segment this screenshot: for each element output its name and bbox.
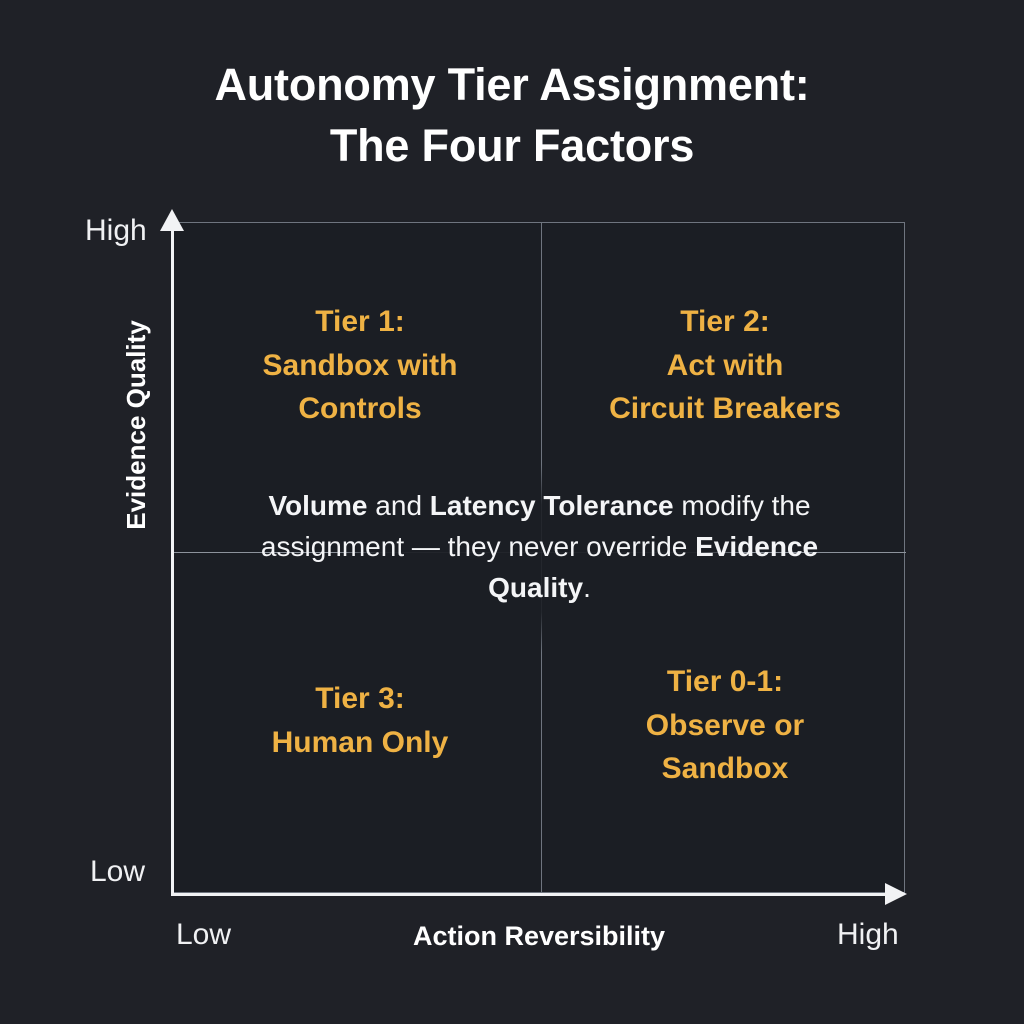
y-axis-high-tick-label: High [85,214,147,247]
quadrant-label-tier-1: Tier 1: Sandbox with Controls [262,305,458,425]
figure-title-line-2: The Four Factors [329,119,695,171]
y-axis-arrow-icon [160,209,184,231]
quadrant-label-tier-3: Tier 3: Human Only [271,682,449,759]
x-axis-line [171,893,893,896]
quadrant-divider-horizontal [174,552,906,553]
figure-title: Autonomy Tier Assignment: The Four Facto… [0,55,1024,177]
quadrant-label-tier-2: Tier 2: Act with Circuit Breakers [609,305,841,425]
quadrant-label-tier-0-1: Tier 0-1: Observe or Sandbox [645,665,805,785]
x-axis-arrow-icon [885,883,907,905]
x-axis-high-tick-label: High [837,918,899,951]
quadrant-divider-vertical [541,223,542,894]
center-annotation: Volume and Latency Tolerance modify the … [252,485,827,608]
center-annotation-evidence-quality: Evidence Quality [488,531,819,604]
center-annotation-and: and [367,490,430,521]
y-axis-low-tick-label: Low [90,855,146,888]
center-annotation-period: . [583,572,591,604]
y-axis-title: Evidence Quality [121,320,151,530]
quadrant-plot-area [173,222,906,894]
center-annotation-latency-tolerance: Latency Tolerance [429,490,674,521]
x-axis-title: Action Reversibility [412,921,666,951]
center-annotation-modify-clause: modify the assignment — they never overr… [260,490,811,563]
center-annotation-volume: Volume [268,490,368,521]
x-axis-low-tick-label: Low [176,918,232,951]
y-axis-line [171,228,174,896]
figure-title-line-1: Autonomy Tier Assignment: [214,59,810,110]
